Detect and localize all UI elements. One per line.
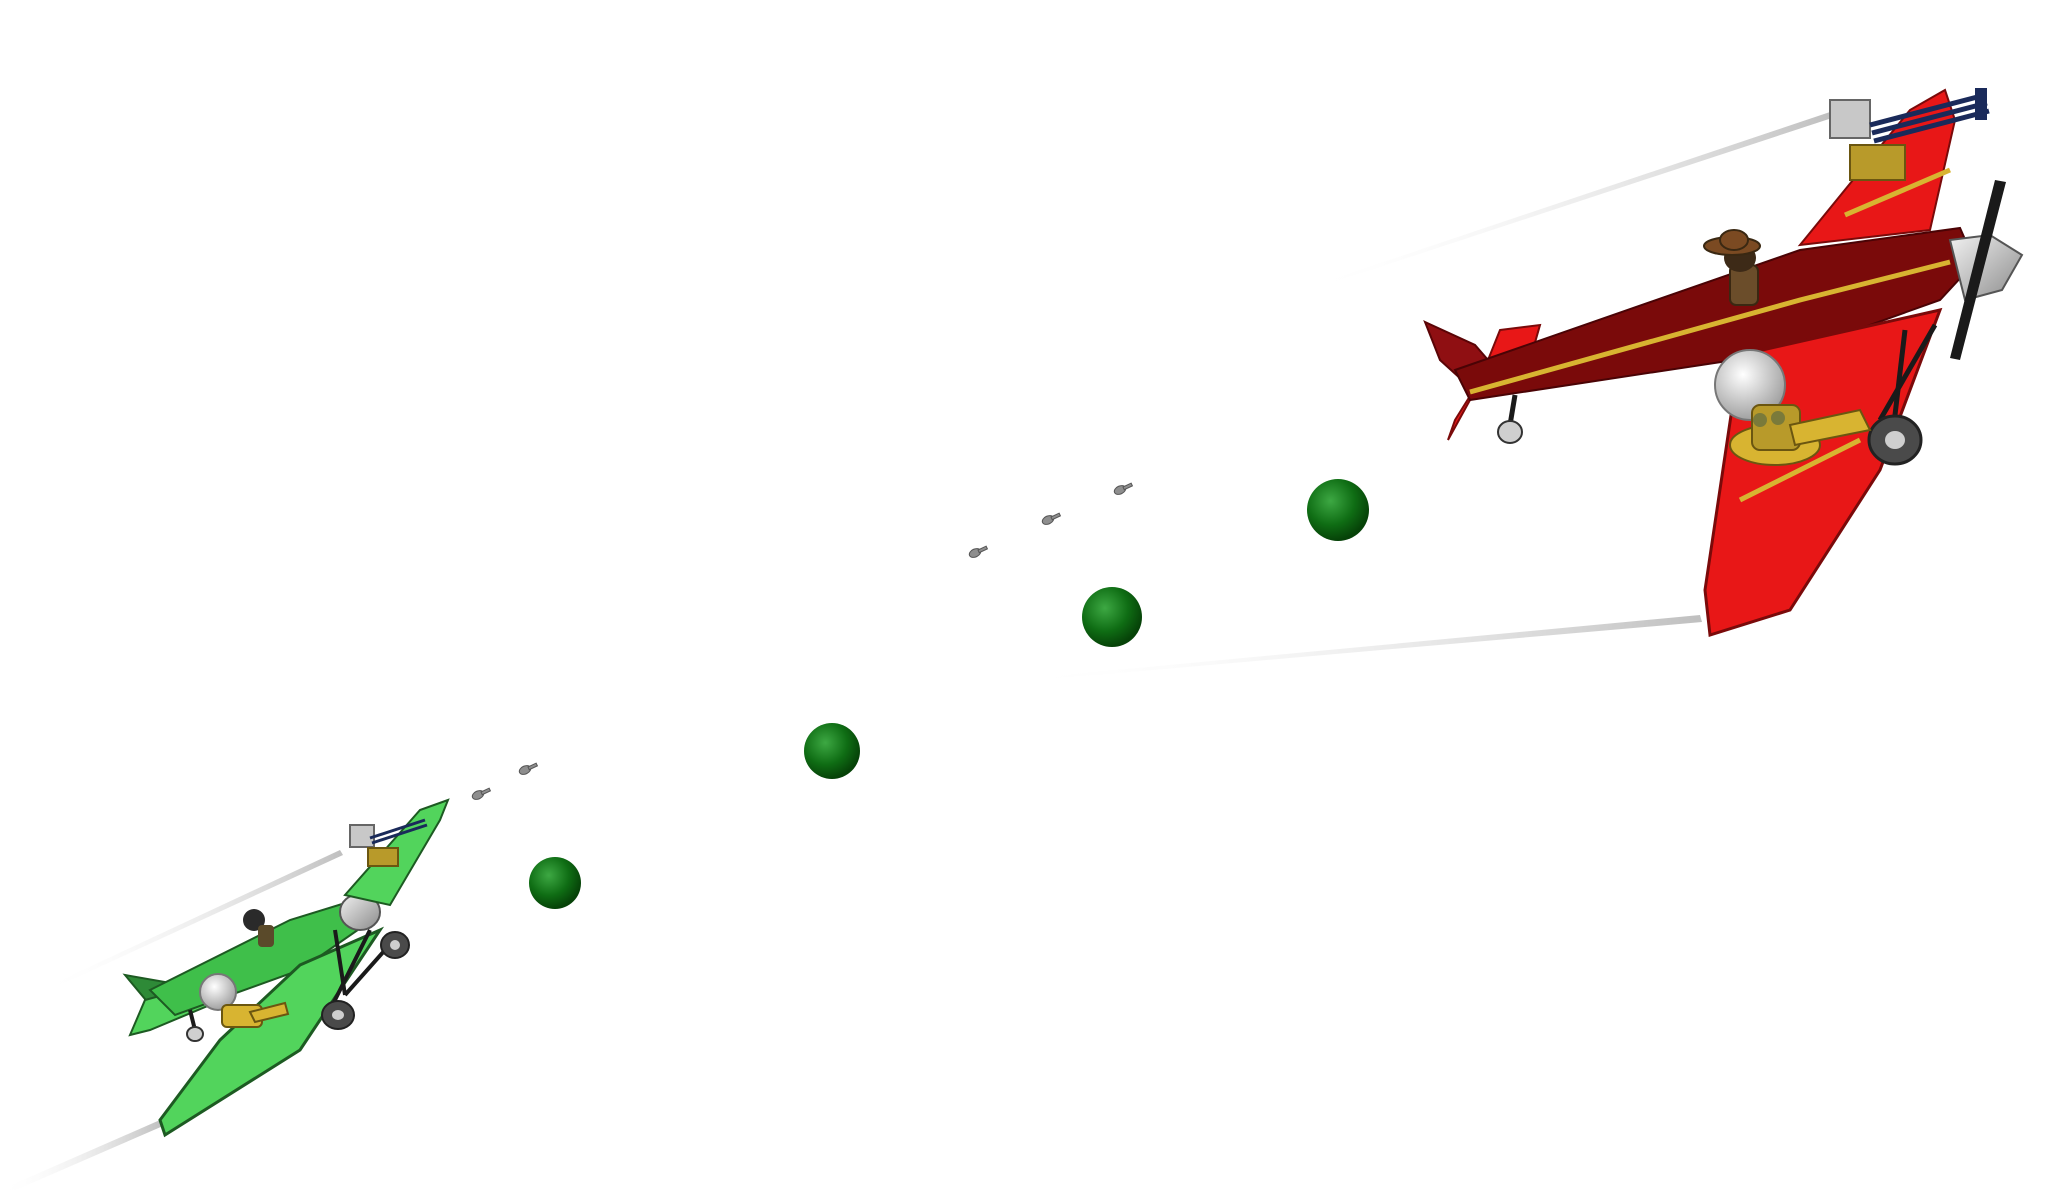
red-plane-wheel <box>1867 414 1923 466</box>
green-plane <box>122 798 450 1138</box>
red-plane-stripe <box>1469 259 1951 395</box>
small-bullet <box>471 787 492 800</box>
red-plane-propeller <box>1950 180 2006 360</box>
red-plane-wing-stripe <box>1844 167 1951 218</box>
green-orb <box>1082 587 1142 647</box>
red-plane-dome-gunner <box>1714 349 1872 466</box>
small-bullet <box>1041 512 1062 525</box>
small-bullet <box>518 762 539 775</box>
green-plane-tail-wheel <box>186 1026 204 1042</box>
small-bullet <box>968 545 989 558</box>
green-orb <box>804 723 860 779</box>
contrail-enemy-top <box>1300 112 1832 290</box>
green-plane-gatling-turret <box>349 818 428 867</box>
small-bullets <box>471 482 1134 800</box>
red-plane-wing-stripe <box>1738 437 1862 503</box>
green-plane-pilot <box>243 909 274 947</box>
red-plane-fuselage <box>1453 226 1977 402</box>
contrail-player-top <box>40 850 343 992</box>
red-plane-landing-gear <box>1507 323 1938 426</box>
green-orb <box>529 857 581 909</box>
red-plane-gatling-turret <box>1829 88 1990 181</box>
small-bullet <box>1113 482 1134 495</box>
green-plane-wheel <box>380 931 410 959</box>
green-plane-dome-gunner <box>199 973 290 1028</box>
contrail-enemy-bottom <box>1010 615 1702 682</box>
green-plane-lower-wing <box>158 926 385 1138</box>
red-plane-tail-wheel <box>1497 420 1523 444</box>
red-plane <box>1423 88 2024 637</box>
contrails <box>0 112 1832 1196</box>
green-orbs <box>529 479 1369 909</box>
contrail-player-bottom <box>0 1120 163 1196</box>
green-plane-wheel <box>321 1000 355 1030</box>
green-plane-landing-gear <box>188 929 387 1031</box>
green-orb <box>1307 479 1369 541</box>
red-plane-pilot <box>1703 229 1761 306</box>
